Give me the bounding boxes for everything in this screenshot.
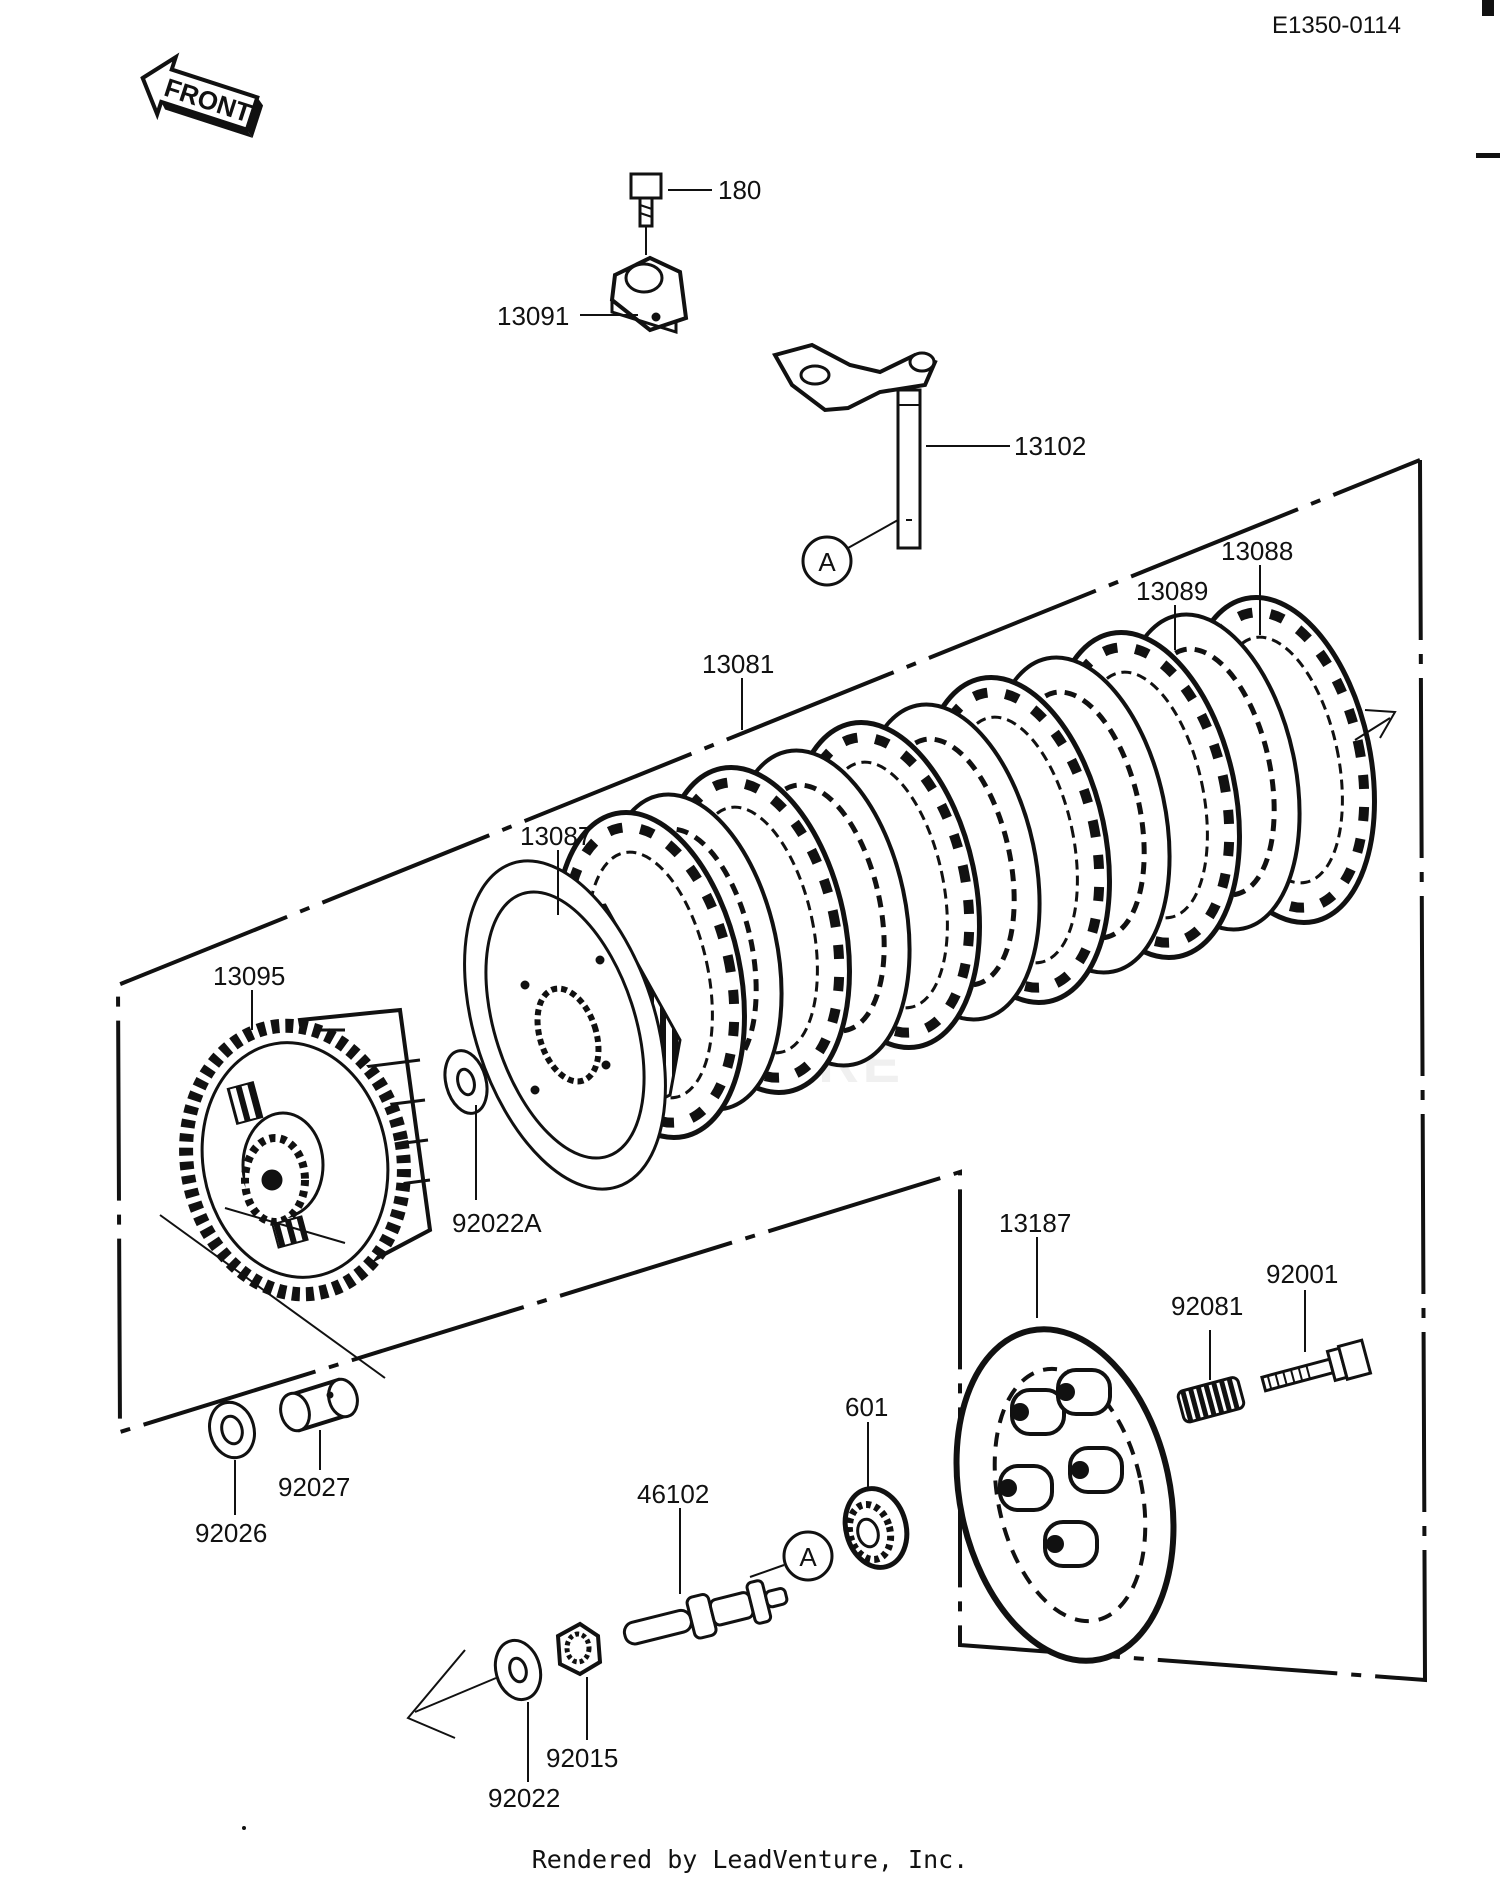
part-label-13091: 13091 — [497, 301, 569, 331]
part-label-13102: 13102 — [1014, 431, 1086, 461]
axis-line — [414, 1677, 497, 1713]
pressure-plate-13187-icon — [953, 1326, 1177, 1664]
diagram-code: E1350-0114 — [1272, 12, 1401, 39]
part-label-13095: 13095 — [213, 961, 285, 991]
part-label-180: 180 — [718, 175, 761, 205]
margin-mark — [1482, 0, 1494, 16]
part-label-601: 601 — [845, 1392, 888, 1422]
assembly-line — [224, 1207, 346, 1244]
part-label-92026: 92026 — [195, 1518, 267, 1548]
axis-arrow-icon — [1364, 709, 1397, 739]
washer-92026-icon — [208, 1400, 256, 1460]
assembly-line — [159, 1214, 386, 1379]
part-label-92015: 92015 — [546, 1743, 618, 1773]
reference-a-top: A — [818, 547, 836, 577]
part-label-92001: 92001 — [1266, 1259, 1338, 1289]
render-credit: Rendered by LeadVenture, Inc. — [531, 1845, 969, 1874]
part-label-92081: 92081 — [1171, 1291, 1243, 1321]
part-label-13187: 13187 — [999, 1208, 1071, 1238]
bearing-601-icon — [842, 1486, 910, 1570]
part-label-13081: 13081 — [702, 649, 774, 679]
group-outline — [115, 458, 1428, 1683]
part-label-13089: 13089 — [1136, 576, 1208, 606]
leader-ref-a-top — [847, 519, 899, 549]
nut-92015-icon — [555, 1621, 603, 1677]
spacer-92027-icon — [279, 1377, 359, 1433]
front-arrow-icon: FRONT — [140, 52, 264, 138]
part-label-92027: 92027 — [278, 1472, 350, 1502]
clutch-hub-13087-icon — [463, 859, 682, 1191]
washer-92022a-icon — [443, 1049, 489, 1115]
clutch-housing-13095-icon — [179, 1007, 433, 1302]
margin-mark — [1476, 153, 1500, 158]
axis-line — [1354, 717, 1391, 741]
bolt-180-icon — [629, 172, 663, 255]
part-label-46102: 46102 — [637, 1479, 709, 1509]
part-label-13088: 13088 — [1221, 536, 1293, 566]
bracket-13091-icon — [609, 255, 689, 335]
reference-a-bottom-circle — [782, 1530, 834, 1582]
part-label-92022a: 92022A — [452, 1208, 542, 1238]
part-label-92022: 92022 — [488, 1783, 560, 1813]
push-lever-13102-icon — [771, 342, 938, 550]
axis-arrow-icon — [406, 1649, 466, 1739]
reference-a-top-circle — [801, 535, 853, 587]
leader-ref-a-bottom — [749, 1564, 785, 1578]
push-rod-46102-icon — [622, 1579, 789, 1646]
spring-92081-icon — [1176, 1376, 1246, 1424]
washer-92022-icon — [493, 1638, 543, 1702]
bolt-92001-icon — [1260, 1338, 1373, 1393]
speck — [242, 1826, 246, 1830]
part-label-13087: 13087 — [520, 821, 592, 851]
reference-a-bottom: A — [799, 1542, 817, 1572]
